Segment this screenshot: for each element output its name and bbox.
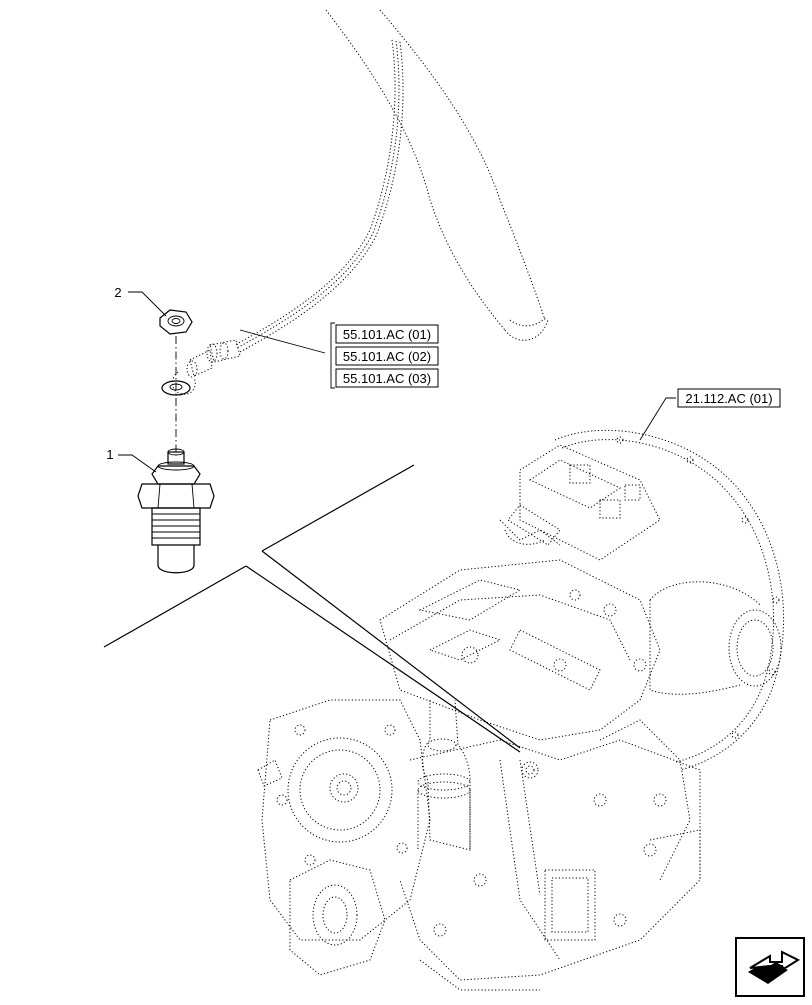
section-lines [103, 464, 521, 753]
callout-number-1: 1 [106, 447, 113, 462]
harness-ref-label-01: 55.101.AC (01) [343, 327, 431, 342]
harness-ref-label-02: 55.101.AC (02) [343, 349, 431, 364]
wire-terminal [172, 339, 241, 395]
harness-ref-label-03: 55.101.AC (03) [343, 371, 431, 386]
next-page-arrow-icon[interactable] [735, 937, 805, 997]
harness-ref-link-03[interactable]: 55.101.AC (03) [335, 368, 439, 388]
hose [325, 9, 549, 341]
nut-part [159, 309, 193, 335]
harness-ref-bracket [330, 322, 335, 389]
transmission-assembly [257, 429, 785, 991]
transmission-ref-leader [639, 397, 676, 441]
callout-leader-2 [128, 291, 167, 317]
transmission-ref-label: 21.112.AC (01) [685, 391, 772, 406]
sensor-wire [234, 39, 404, 353]
callout-leader-1 [118, 454, 157, 473]
harness-ref-link-02[interactable]: 55.101.AC (02) [335, 346, 439, 366]
sensor-part [137, 448, 215, 574]
harness-ref-link-01[interactable]: 55.101.AC (01) [335, 324, 439, 344]
transmission-ref-link[interactable]: 21.112.AC (01) [677, 388, 781, 408]
harness-ref-leader [239, 329, 326, 354]
callout-number-2: 2 [114, 285, 121, 300]
